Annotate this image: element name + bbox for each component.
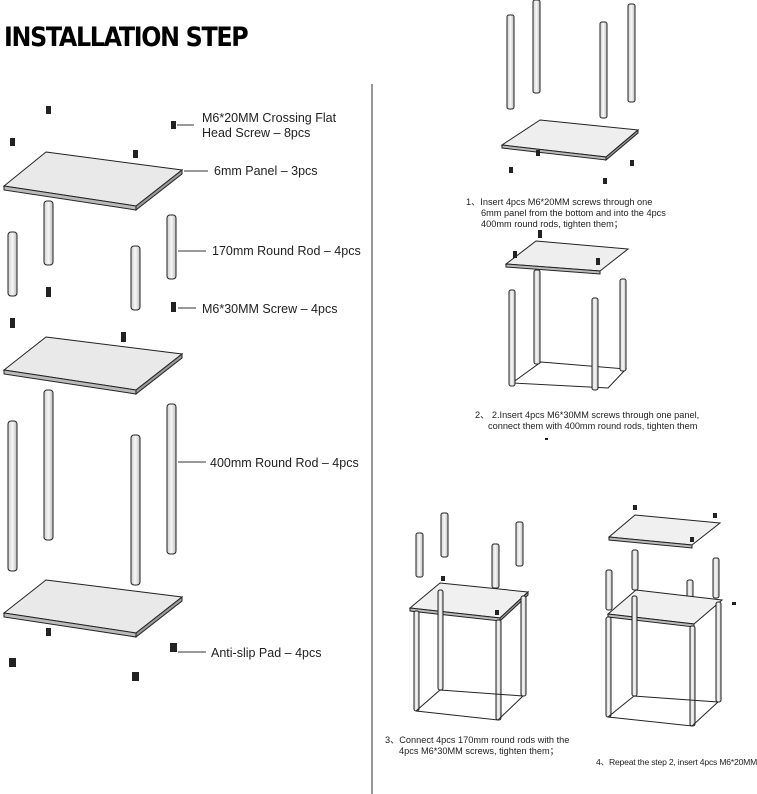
label-screw-m6-30: M6*30MM Screw – 4pcs [202, 302, 338, 316]
step2-caption-line1: 2、 2.Insert 4pcs M6*30MM screws through … [475, 410, 700, 420]
panel-middle [2, 336, 184, 396]
step4-caption-line1: 4、Repeat the step 2, insert 4pcs M6*20MM [596, 757, 757, 767]
exploded-view [2, 151, 184, 639]
step4-diagram [605, 505, 736, 727]
page-title: INSTALLATION STEP [4, 22, 249, 53]
installation-diagram [2, 0, 736, 794]
step2-caption-line2: connect them with 400mm round rods, tigh… [488, 421, 698, 431]
rods-400mm [7, 389, 177, 586]
label-crossing-screw-line1: M6*20MM Crossing Flat [202, 111, 337, 125]
label-crossing-screw-line2: Head Screw – 8pcs [202, 126, 311, 140]
panel-top [2, 151, 184, 212]
step2-diagram [504, 230, 630, 440]
panel-bottom [2, 579, 184, 639]
step1-caption-line3: 400mm round rods, tighten them； [481, 219, 623, 229]
screw-marks [9, 106, 177, 681]
label-rod-170: 170mm Round Rod – 4pcs [212, 244, 361, 258]
step1-caption-line2: 6mm panel from the bottom and into the 4… [481, 208, 666, 218]
label-pad: Anti-slip Pad – 4pcs [211, 646, 322, 660]
step1-diagram [500, 0, 640, 184]
step3-caption-line2: 4pcs M6*30MM screws, tighten them； [399, 746, 559, 756]
step3-diagram [408, 512, 530, 721]
label-rod-400: 400mm Round Rod – 4pcs [210, 456, 359, 470]
leader-lines [177, 124, 208, 653]
step3-caption-line1: 3、Connect 4pcs 170mm round rods with the [385, 735, 570, 745]
step1-caption-line1: 1、Insert 4pcs M6*20MM screws through one [466, 197, 653, 207]
label-panel: 6mm Panel – 3pcs [214, 164, 318, 178]
rods-170mm [7, 200, 177, 311]
